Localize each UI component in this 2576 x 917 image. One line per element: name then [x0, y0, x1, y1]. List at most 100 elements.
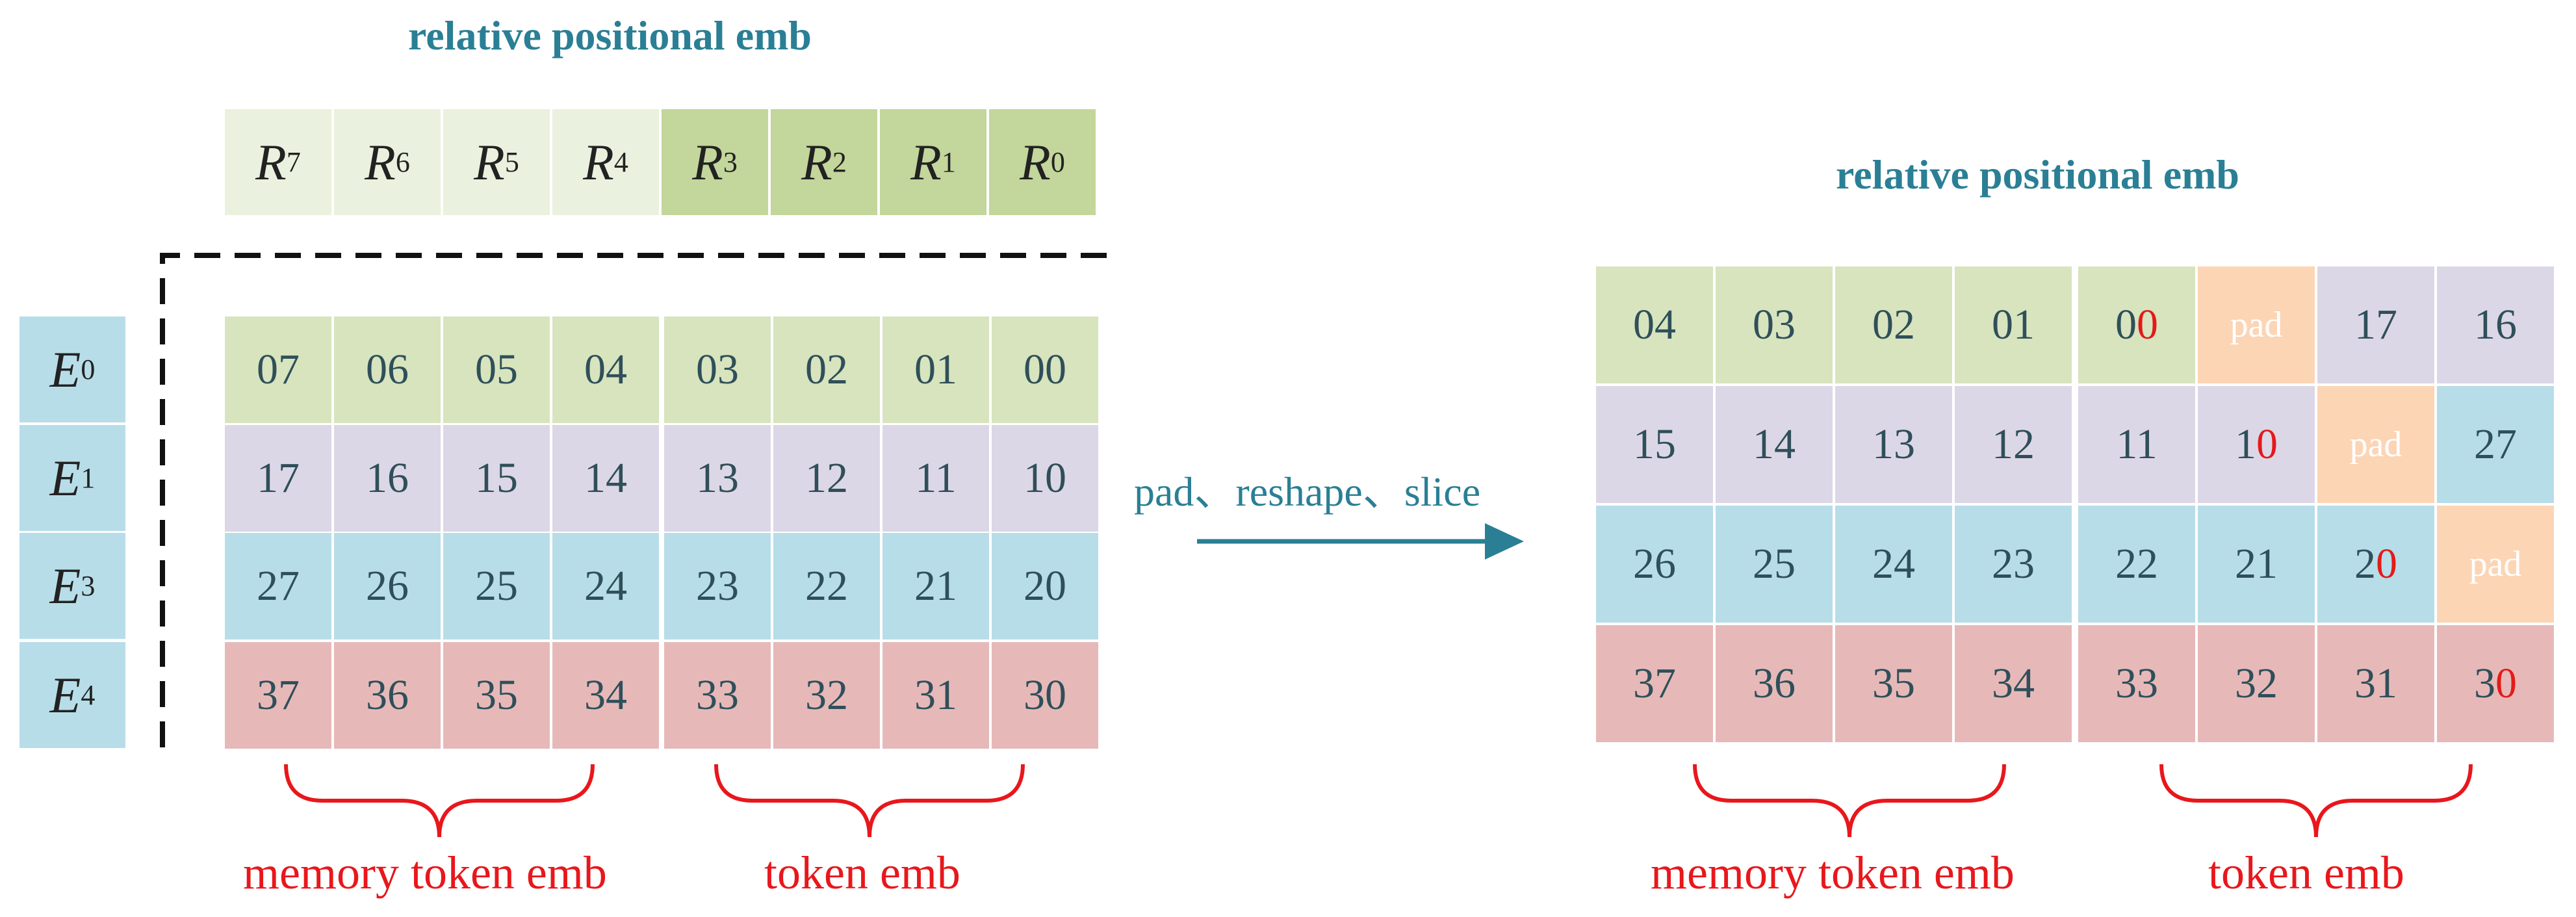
cell-digit-highlight: 0 [2256, 420, 2278, 468]
right-grid-cell: 31 [2317, 625, 2434, 742]
transform-arrow-head [1485, 523, 1524, 560]
relative-position-subscript: 7 [286, 146, 301, 178]
right-grid-cell: 27 [2437, 386, 2554, 503]
relative-position-subscript: 6 [395, 146, 410, 178]
right-grid-cell: 13 [1835, 386, 1952, 503]
cell-digit-highlight: 0 [2137, 301, 2158, 348]
embedding-subscript: 4 [81, 679, 96, 711]
left-grid-cell: 20 [992, 533, 1098, 639]
left-grid-cell: 14 [552, 425, 659, 532]
right-pad-cell: pad [2198, 266, 2315, 383]
cell-digit: 0 [2115, 301, 2137, 348]
embedding-subscript: 1 [81, 462, 96, 494]
left-grid-cell: 21 [882, 533, 989, 639]
right-grid-cell: 12 [1955, 386, 2072, 503]
right-grid-cell: 04 [1596, 266, 1713, 383]
cell-digit: 3 [2474, 660, 2495, 707]
right-grid-cell: 16 [2437, 266, 2554, 383]
embedding-subscript: 0 [81, 354, 96, 385]
left-grid-cell: 15 [443, 425, 550, 532]
left-grid-cell: 27 [225, 533, 331, 639]
left-grid-cell: 33 [664, 642, 771, 749]
left-grid-cell: 24 [552, 533, 659, 639]
relative-position-base: R [474, 133, 505, 190]
left-grid-cell: 16 [334, 425, 441, 532]
right-grid-cell: 32 [2198, 625, 2315, 742]
left-grid-cell: 32 [773, 642, 880, 749]
right-title: relative positional emb [1836, 151, 2239, 198]
left-grid-cell: 22 [773, 533, 880, 639]
left-grid-cell: 04 [552, 316, 659, 423]
right-token-brace [2159, 764, 2473, 838]
right-grid-cell: 02 [1835, 266, 1952, 383]
left-grid-cell: 05 [443, 316, 550, 423]
cell-digit-highlight: 0 [2495, 660, 2517, 707]
right-grid-cell: 15 [1596, 386, 1713, 503]
right-grid-cell: 17 [2317, 266, 2434, 383]
right-grid-cell: 22 [2078, 506, 2195, 623]
right-memory-brace [1693, 764, 2006, 838]
relative-position-base: R [801, 133, 832, 190]
right-grid-cell: 14 [1716, 386, 1833, 503]
relative-position-base: R [255, 133, 287, 190]
right-grid-cell: 25 [1716, 506, 1833, 623]
cell-digit: 1 [2235, 420, 2256, 468]
left-grid-cell: 02 [773, 316, 880, 423]
embedding-subscript: 3 [81, 570, 96, 602]
right-grid-cell: 26 [1596, 506, 1713, 623]
relative-position-subscript: 5 [504, 146, 519, 178]
left-grid-cell: 13 [664, 425, 771, 532]
right-pad-cell: pad [2317, 386, 2434, 503]
left-grid-cell: 26 [334, 533, 441, 639]
right-grid-cell: 11 [2078, 386, 2195, 503]
left-grid-cell: 00 [992, 316, 1098, 423]
relative-position-base: R [692, 133, 723, 190]
right-grid-cell: 36 [1716, 625, 1833, 742]
right-grid-cell: 23 [1955, 506, 2072, 623]
left-grid-cell: 34 [552, 642, 659, 749]
left-grid-cell: 11 [882, 425, 989, 532]
relative-position-base: R [910, 133, 942, 190]
embedding-base: E [49, 449, 81, 506]
embedding-base: E [49, 341, 81, 398]
right-grid-cell: 34 [1955, 625, 2072, 742]
right-memory-token-label: memory token emb [1651, 847, 2015, 899]
right-grid-cell: 21 [2198, 506, 2315, 623]
relative-position-subscript: 1 [941, 146, 956, 178]
left-grid-cell: 30 [992, 642, 1098, 749]
left-title: relative positional emb [408, 12, 812, 58]
left-grid-cell: 23 [664, 533, 771, 639]
embedding-base: E [49, 557, 81, 614]
left-token-brace [714, 764, 1025, 838]
left-grid-cell: 03 [664, 316, 771, 423]
left-grid-cell: 36 [334, 642, 441, 749]
left-grid-cell: 37 [225, 642, 331, 749]
relative-position-subscript: 0 [1050, 146, 1065, 178]
left-grid-cell: 01 [882, 316, 989, 423]
right-token-label: token emb [2208, 847, 2404, 899]
left-token-label: token emb [764, 847, 960, 899]
cell-digit-highlight: 0 [2376, 540, 2397, 588]
left-grid-cell: 25 [443, 533, 550, 639]
dashed-boundary [160, 253, 1113, 747]
right-pad-cell: pad [2437, 506, 2554, 623]
left-grid-cell: 07 [225, 316, 331, 423]
right-grid-cell: 37 [1596, 625, 1713, 742]
